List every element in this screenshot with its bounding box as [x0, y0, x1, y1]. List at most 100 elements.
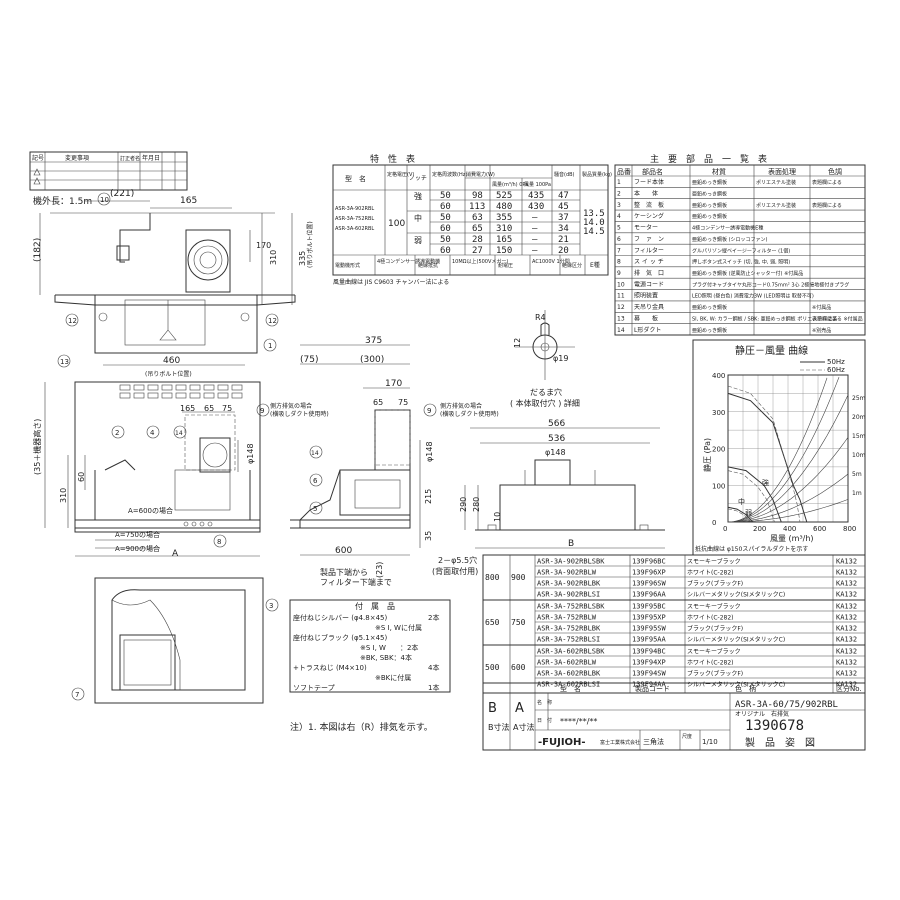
acc-row-5-qty: 4本 [428, 663, 439, 672]
model-h-code: 製品コード [635, 684, 670, 693]
callout-12-left: 12 [68, 317, 77, 325]
spec-model-1: ASR-3A-752RBL [335, 216, 374, 222]
dim-75-front: 75 [222, 404, 232, 413]
model-row-2-3-name: ASR-3A-602RBLSI [537, 681, 600, 689]
parts-row-12-col-1: 幕 板 [634, 315, 658, 323]
parts-row-13-col-1: L形ダクト [634, 326, 661, 334]
parts-row-9-col-0: 10 [617, 281, 625, 288]
model-group-0-B: 800 [485, 573, 500, 582]
series-1 [727, 385, 801, 523]
callout-6: 6 [313, 477, 318, 485]
spec-h-model: 型 名 [345, 174, 366, 183]
spec-r3-w: 65 [472, 224, 483, 234]
model-row-1-1-no: KA132 [836, 614, 857, 622]
col-B-letter: B [488, 701, 497, 716]
parts-row-6-col-2: グルパリゾン縦ベイージーフィルター (1個) [692, 247, 790, 254]
spec-r5-w: 27 [472, 246, 483, 256]
louver-slots [119, 384, 243, 399]
spec-r0-hz: 50 [440, 191, 451, 201]
model-row-0-3-name: ASR-3A-902RBLSI [537, 591, 600, 599]
model-group-2-A: 600 [511, 663, 526, 672]
spec-r2-notch: 中 [414, 213, 422, 223]
model-row-0-2-name: ASR-3A-902RBLBK [537, 580, 601, 588]
parts-h-material: 材質 [712, 167, 726, 176]
model-row-2-0-color: スモーキーブラック [687, 648, 741, 656]
parts-row-1-col-1: 本 体 [634, 190, 658, 198]
rev-header-change: 変更事項 [65, 154, 89, 162]
dim-335: 335 [298, 251, 307, 266]
parts-row-8-col-2: 亜鉛めっき鋼板 (逆風防止シャッター付) ※付属品 [692, 270, 803, 277]
dim-310-top: 310 [269, 250, 278, 265]
chart-xlabel: 風量 (m³/h) [770, 534, 814, 543]
model-row-0-1-no: KA132 [836, 569, 857, 577]
parts-row-3-col-2: 亜鉛めっき鋼板 [692, 213, 727, 220]
model-row-2-2-name: ASR-3A-602RBLBK [537, 670, 601, 678]
parts-row-9-col-1: 電源コード [634, 280, 664, 288]
parts-row-8-col-0: 9 [617, 270, 621, 277]
parts-row-3-col-0: 4 [617, 213, 621, 220]
parts-h-no: 品番 [617, 168, 631, 176]
dim-148-rear: φ148 [545, 448, 566, 457]
parts-row-13-col-0: 14 [617, 327, 625, 334]
model-row-1-2-code: 139F95SW [632, 625, 667, 633]
dim-290: 290 [459, 497, 468, 512]
spec-r1-q100: 430 [528, 202, 544, 212]
spec-r4-db: 21 [558, 235, 569, 245]
plot-area [727, 374, 849, 523]
dim-148-side: φ148 [425, 441, 434, 462]
notch-label-weak: 弱 [745, 509, 752, 517]
label-a900: A=900の場合 [115, 544, 160, 553]
model-h-color: 色 柄 [735, 684, 756, 693]
original-label: オリジナル 右排気 [735, 710, 789, 718]
x-tick-4: 800 [843, 525, 856, 533]
label-date: 日 付 [537, 717, 552, 724]
parts-row-10-col-1: 照明装置 [634, 292, 658, 300]
label-a600: A=600の場合 [128, 506, 173, 515]
model-row-2-3-code: 139F94AA [632, 681, 667, 689]
series-5 [727, 508, 751, 523]
spec-r3-q0: 310 [496, 224, 512, 234]
hole-note-1: 2－φ5.5穴 [438, 555, 477, 565]
dim-375: 375 [365, 336, 382, 346]
parts-row-11-col-1: 天吊り金具 [634, 303, 664, 311]
model-row-1-1-color: ホワイト(C-282) [687, 615, 734, 622]
parts-row-0-col-1: フード本体 [634, 178, 664, 186]
spec-r5-q100: ― [532, 246, 538, 256]
acc-row-0-qty: 2本 [428, 613, 439, 622]
spec-r4-q100: ― [532, 235, 538, 245]
parts-row-2-col-0: 3 [617, 202, 621, 209]
callout-5: 5 [313, 505, 317, 513]
x-tick-1: 200 [753, 525, 766, 533]
model-row-2-1-name: ASR-3A-602RBLW [537, 659, 597, 667]
drawing-note: 注）1. 本図は右（R）排気を示す。 [290, 721, 433, 733]
chart-footnote: 抵抗曲線は φ150スパイラルダクトを示す [695, 545, 808, 553]
acc-row-5-name: +トラスねじ (M4×10) [293, 664, 367, 672]
keyhole-label-1: だるま穴 [530, 387, 562, 397]
resistance-label-5: 1m [852, 490, 862, 497]
spec-mass-0: 13.5 [583, 209, 605, 219]
chart-title: 静圧－風量 曲線 [735, 344, 808, 357]
y-tick-1: 100 [712, 482, 725, 490]
spec-r2-q100: ― [532, 213, 538, 223]
product-name: ASR-3A-60/75/902RBL [735, 700, 838, 710]
model-row-1-2-name: ASR-3A-752RBLBK [537, 625, 601, 633]
side-duct-note-2: (横吸しダクト使用時) [440, 410, 499, 418]
model-row-0-3-no: KA132 [836, 591, 857, 599]
resistance-curve-0 [727, 377, 828, 523]
parts-row-7-col-2: 押しボタン式スイッチ (切, 強, 中, 弱, 照明) [692, 259, 790, 266]
parts-row-9-col-2: プラグ付キャブタイヤ丸形コード0.75mm² 3心 2極接地極付きプラグ [692, 281, 849, 288]
spec-footnote: 風量曲線は JIS C9603 チャンバー法による [333, 278, 449, 286]
dim-310-front: 310 [59, 488, 68, 503]
callout-10: 10 [100, 196, 109, 204]
model-row-1-0-code: 139F95BC [632, 603, 666, 611]
label-a750: A=750の場合 [115, 530, 160, 539]
parts-row-11-col-0: 12 [617, 304, 625, 311]
brand-logo: -FUJIOH- [538, 737, 586, 748]
model-row-1-3-color: シルバーメタリック(SIメタリックC) [687, 636, 785, 644]
legend-60hz: 60Hz [827, 366, 845, 374]
dim-165-front: 165 [180, 404, 195, 413]
parts-table-title: 主 要 部 品 一 覧 表 [650, 153, 767, 165]
